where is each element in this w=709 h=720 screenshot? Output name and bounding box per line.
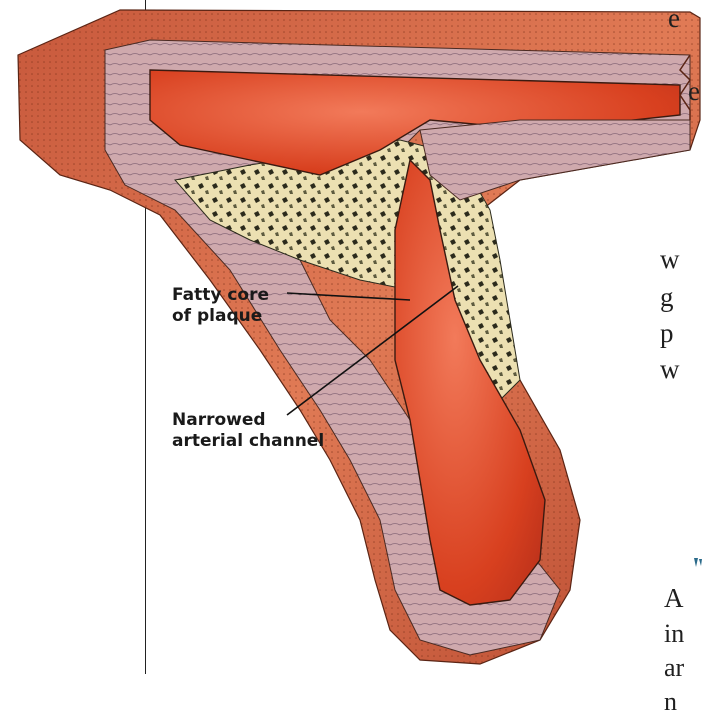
page-text-fragment: in: [664, 616, 684, 652]
page-text-fragment: w: [660, 351, 680, 387]
page-text-fragment: A: [664, 580, 684, 616]
fatty-core-label-line-2: of plaque: [172, 306, 269, 327]
artery-cross-section-illustration: [0, 0, 709, 674]
fatty-core-label: Fatty core of plaque: [172, 285, 269, 327]
page-text-fragment: w: [660, 241, 680, 277]
branch-cut-face: [420, 120, 690, 200]
fatty-core-label-line-1: Fatty core: [172, 285, 269, 306]
page-text-fragment: g: [660, 279, 674, 315]
page-text-fragment: ar: [664, 650, 684, 686]
heading-fragment-mark: [693, 556, 703, 568]
narrowed-channel-label-line-2: arterial channel: [172, 431, 324, 452]
page-text-fragment: e: [688, 73, 700, 109]
narrowed-channel-label-line-1: Narrowed: [172, 410, 324, 431]
page-text-fragment: n: [664, 684, 677, 720]
illustration-page: Fatty core of plaque Narrowed arterial c…: [0, 0, 709, 674]
narrowed-channel-label: Narrowed arterial channel: [172, 410, 324, 452]
page-text-fragment: p: [660, 315, 674, 351]
page-text-fragment: e: [668, 0, 680, 36]
